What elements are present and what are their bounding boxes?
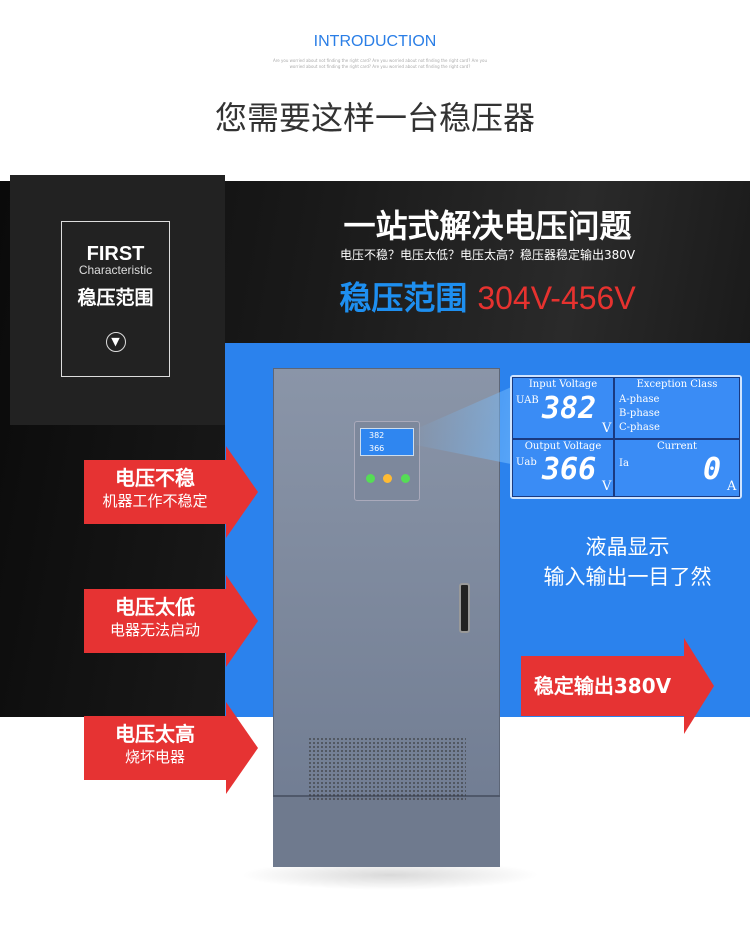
output-value: 366 — [542, 452, 597, 487]
phase-a: A-phase — [619, 394, 660, 405]
yellow-button — [383, 474, 392, 483]
input-cell: Input Voltage UAB 382 V — [512, 377, 614, 439]
exception-label: Exception Class — [636, 379, 718, 390]
problem-desc: 机器工作不稳定 — [102, 492, 208, 510]
feature-first: FIRST — [86, 243, 145, 265]
lcd-display: Input Voltage UAB 382 V Exception Class … — [510, 375, 742, 499]
chevron-down-icon[interactable]: ▼ — [105, 332, 126, 352]
vent-grille — [308, 737, 466, 802]
output-arrow: 稳定输出380V — [521, 638, 714, 734]
current-value: 0 — [703, 452, 722, 487]
current-symbol: Ia — [619, 458, 629, 469]
problem-title: 电压太低 — [115, 595, 195, 619]
problem-desc: 烧坏电器 — [124, 748, 185, 766]
feature-characteristic: Characteristic — [78, 263, 153, 277]
current-cell: Current Ia 0 A — [614, 439, 740, 497]
phase-b: B-phase — [619, 408, 660, 419]
banner-subtitle: 电压不稳？电压太低？电压太高？稳压器稳定输出380V — [339, 248, 636, 262]
mini-output-value: 366 — [369, 444, 385, 453]
green-button — [366, 474, 375, 483]
lcd-caption: 液晶显示输入输出一目了然 — [505, 532, 750, 592]
problem-arrow-high: 电压太高烧坏电器 — [84, 702, 258, 794]
intro-subtext: Are you worried about not finding the ri… — [272, 58, 487, 69]
output-symbol: Uab — [516, 457, 537, 468]
feature-name: 稳压范围 — [77, 287, 154, 309]
lcd-caption-line2: 输入输出一目了然 — [543, 565, 712, 589]
page-headline: 您需要这样一台稳压器 — [214, 99, 535, 137]
output-unit: V — [602, 479, 612, 494]
current-label: Current — [656, 441, 698, 452]
phase-c: C-phase — [619, 422, 660, 433]
exception-cell: Exception Class A-phase B-phase C-phase — [614, 377, 740, 439]
banner-title: 一站式解决电压问题 — [343, 207, 632, 245]
output-label: Output Voltage — [524, 441, 602, 452]
problem-title: 电压不稳 — [115, 466, 195, 490]
current-unit: A — [727, 479, 737, 494]
feature-frame: FIRST Characteristic 稳压范围 ▼ — [61, 221, 170, 377]
green-button — [401, 474, 410, 483]
cabinet-base — [273, 795, 500, 867]
feature-panel — [10, 175, 225, 425]
input-unit: V — [602, 421, 612, 436]
door-handle — [459, 583, 470, 633]
problem-desc: 电器无法启动 — [109, 621, 200, 639]
problem-title: 电压太高 — [115, 722, 195, 746]
problem-arrow-unstable: 电压不稳机器工作不稳定 — [84, 446, 258, 538]
mini-input-value: 382 — [369, 431, 385, 440]
input-value: 382 — [542, 391, 597, 426]
input-label: Input Voltage — [528, 379, 598, 390]
range-value: 304V-456V — [477, 280, 636, 316]
output-arrow-label: 稳定输出380V — [533, 674, 672, 698]
input-symbol: UAB — [516, 395, 539, 406]
problem-arrow-low: 电压太低电器无法启动 — [84, 575, 258, 667]
range-label: 稳压范围 — [339, 279, 468, 317]
intro-heading: INTRODUCTION — [313, 33, 437, 50]
lcd-caption-line1: 液晶显示 — [585, 535, 670, 559]
output-cell: Output Voltage Uab 366 V — [512, 439, 614, 497]
